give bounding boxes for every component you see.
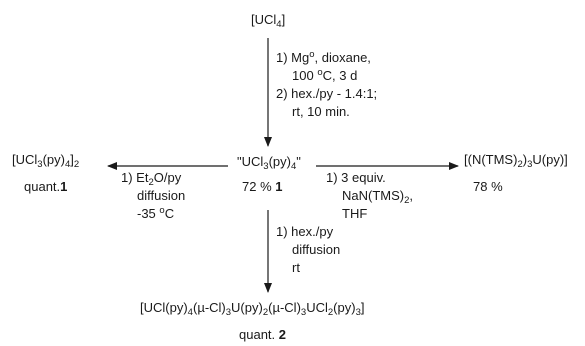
bottom-product: [UCl(py)4(µ-Cl)3U(py)2(µ-Cl)3UCl2(py)3] [140,300,365,318]
bottom-yield: quant. 2 [239,327,286,342]
right-condition-3: THF [342,206,368,221]
left-condition-3: -35 oC [137,205,175,221]
left-yield: quant.1 [24,179,68,194]
bottom-condition-1: 1) hex./py [276,224,334,239]
top-condition-2: 100 oC, 3 d [292,67,358,83]
left-product: [UCl3(py)4]2 [12,152,80,170]
center-compound: "UCl3(py)4" [237,154,301,172]
right-condition-2: NaN(TMS)2, [342,188,414,206]
left-condition-2: diffusion [137,188,186,203]
right-yield: 78 % [473,179,503,194]
top-condition-1: 1) Mgo, dioxane, [276,49,371,65]
bottom-condition-3: rt [292,260,300,275]
right-condition-1: 1) 3 equiv. [326,170,386,185]
center-yield: 72 % 1 [242,179,283,194]
left-condition-1: 1) Et2O/py [121,170,182,188]
right-product: [(N(TMS)2)3U(py)] [464,152,568,170]
bottom-condition-2: diffusion [292,242,341,257]
top-condition-3: 2) hex./py - 1.4:1; [276,86,378,101]
top-condition-4: rt, 10 min. [292,104,350,119]
start-compound: [UCl4] [251,12,286,30]
